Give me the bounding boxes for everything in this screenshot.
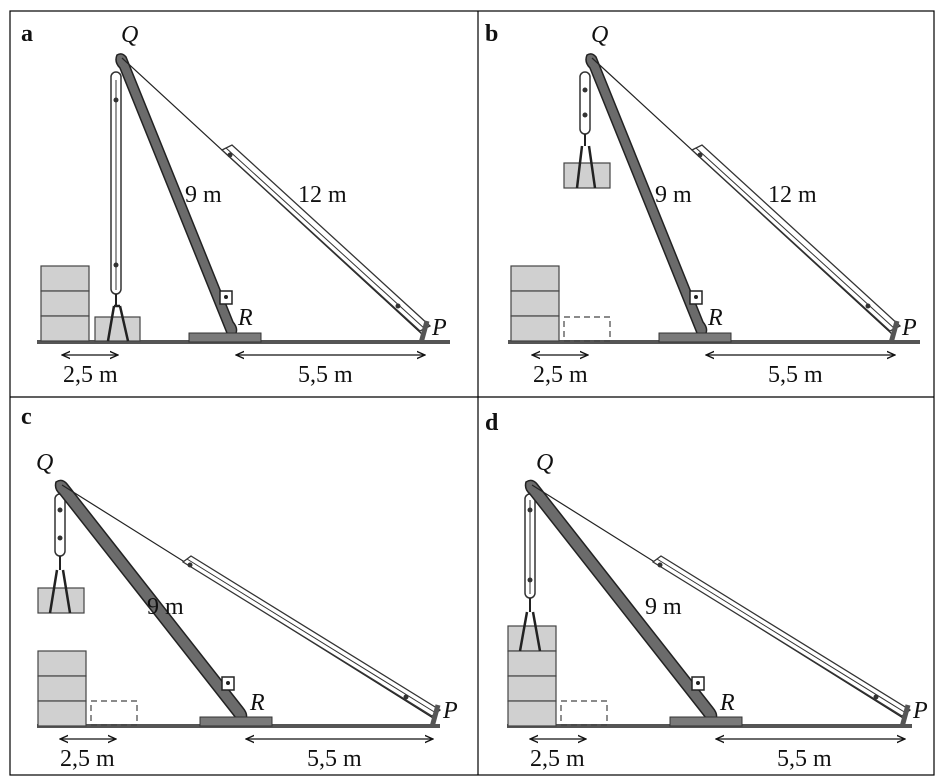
panel-letter: b bbox=[485, 21, 498, 47]
panel-letter: c bbox=[21, 404, 32, 430]
label-dist-right: 5,5 m bbox=[307, 746, 362, 772]
anchor-P bbox=[418, 320, 430, 344]
label-dist-left: 2,5 m bbox=[533, 362, 588, 388]
label-dist-right: 5,5 m bbox=[768, 362, 823, 388]
base-plate bbox=[658, 332, 732, 343]
load-block bbox=[563, 162, 611, 189]
label-boom-length: 9 m bbox=[147, 594, 184, 620]
panel-c: c Q R P 9 m 2,5 m 5,5 m bbox=[21, 404, 458, 772]
label-P: P bbox=[431, 315, 447, 341]
load-sling bbox=[48, 569, 72, 614]
label-R: R bbox=[237, 305, 253, 331]
label-R: R bbox=[707, 305, 723, 331]
anchor-P bbox=[899, 704, 911, 728]
label-boom-length: 9 m bbox=[645, 594, 682, 620]
label-P: P bbox=[901, 315, 917, 341]
base-plate bbox=[669, 716, 743, 727]
outer-frame bbox=[9, 10, 935, 776]
panel-a: a Q R P 9 m 12 m bbox=[21, 21, 450, 388]
label-dist-right: 5,5 m bbox=[777, 746, 832, 772]
panel-letter: a bbox=[21, 21, 33, 47]
label-R: R bbox=[719, 690, 735, 716]
anchor-P bbox=[429, 704, 441, 728]
label-cable-length: 12 m bbox=[768, 182, 817, 208]
panel-letter: d bbox=[485, 410, 499, 436]
base-plate bbox=[199, 716, 273, 727]
label-boom-length: 9 m bbox=[655, 182, 692, 208]
block-stack bbox=[40, 265, 90, 342]
label-R: R bbox=[249, 690, 265, 716]
previous-load-outline bbox=[563, 316, 611, 342]
base-plate bbox=[188, 332, 262, 343]
load-sling bbox=[518, 611, 542, 652]
hoist-pulley bbox=[54, 493, 66, 557]
label-boom-length: 9 m bbox=[185, 182, 222, 208]
panel-b: b Q R P 9 m 12 m 2,5 m 5,5 m bbox=[485, 21, 920, 388]
label-dist-left: 2,5 m bbox=[63, 362, 118, 388]
load-block bbox=[94, 316, 141, 342]
label-Q: Q bbox=[121, 22, 138, 48]
block-stack bbox=[510, 265, 560, 342]
load-sling bbox=[575, 145, 597, 189]
load-block bbox=[37, 587, 85, 614]
label-dist-left: 2,5 m bbox=[60, 746, 115, 772]
label-Q: Q bbox=[591, 22, 608, 48]
anchor-P bbox=[888, 320, 900, 344]
label-Q: Q bbox=[36, 450, 53, 476]
hoist-pulley bbox=[579, 71, 591, 135]
label-P: P bbox=[442, 698, 458, 724]
panel-d: d Q R P 9 m 2,5 m 5,5 m bbox=[485, 410, 928, 772]
block-stack bbox=[37, 650, 87, 727]
previous-load-outline bbox=[90, 700, 138, 726]
block-stack bbox=[507, 625, 557, 727]
label-dist-right: 5,5 m bbox=[298, 362, 353, 388]
label-dist-left: 2,5 m bbox=[530, 746, 585, 772]
label-P: P bbox=[912, 698, 928, 724]
label-cable-length: 12 m bbox=[298, 182, 347, 208]
previous-load-outline bbox=[560, 700, 608, 726]
label-Q: Q bbox=[536, 450, 553, 476]
